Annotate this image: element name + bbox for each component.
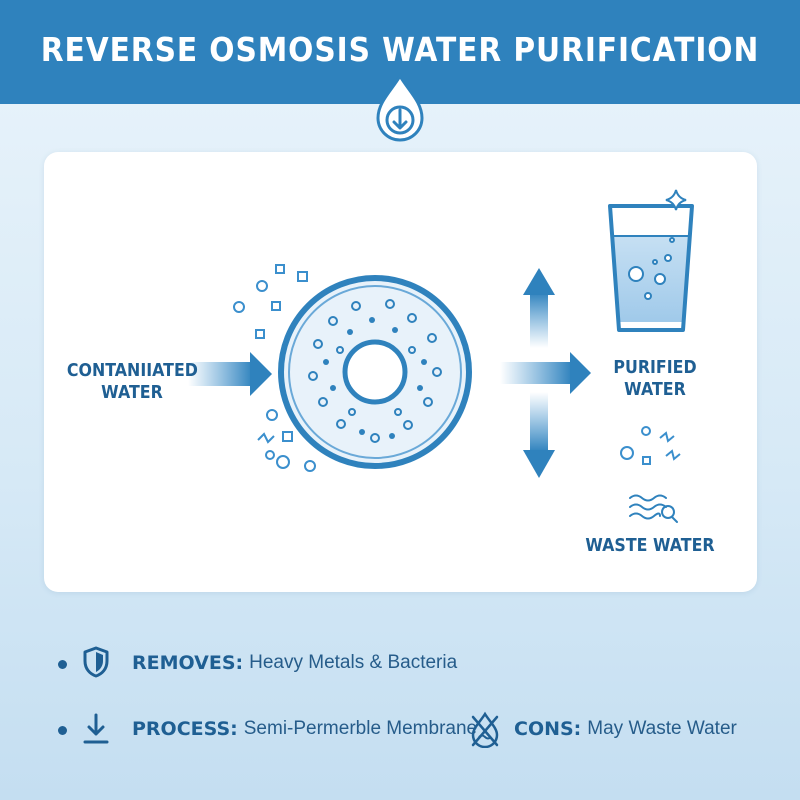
- feature-key: CONS:: [514, 718, 582, 740]
- input-label: CONTANIIATED WATER: [66, 360, 198, 403]
- output-arrow: [500, 352, 591, 394]
- split-arrows: [523, 268, 555, 478]
- down-arrow-icon: [83, 713, 109, 744]
- membrane-ring-icon: [278, 275, 472, 469]
- shield-icon: [83, 646, 109, 678]
- input-arrow: [188, 352, 272, 396]
- bullet: [58, 660, 67, 669]
- feature-process: PROCESS: Semi-Permerble Membrane: [132, 718, 477, 740]
- no-water-icon: [471, 711, 499, 748]
- feature-value: May Waste Water: [587, 718, 737, 739]
- contaminant-particles: [233, 264, 316, 472]
- bullet: [58, 726, 67, 735]
- feature-value: Semi-Permerble Membrane: [243, 718, 478, 739]
- feature-key: REMOVES:: [132, 652, 244, 674]
- feature-value: Heavy Metals & Bacteria: [249, 652, 458, 673]
- feature-cons: CONS: May Waste Water: [514, 718, 737, 740]
- waste-water-icon: [629, 494, 678, 523]
- water-glass-icon: [608, 189, 694, 332]
- waste-particles: [620, 426, 681, 465]
- water-drop-icon: [376, 72, 424, 142]
- output-label: PURIFIED WATER: [613, 357, 697, 400]
- waste-label: WASTE WATER: [585, 535, 715, 556]
- feature-key: PROCESS:: [132, 718, 238, 740]
- page-title: REVERSE OSMOSIS WATER PURIFICATION: [40, 30, 760, 69]
- feature-removes: REMOVES: Heavy Metals & Bacteria: [132, 652, 457, 674]
